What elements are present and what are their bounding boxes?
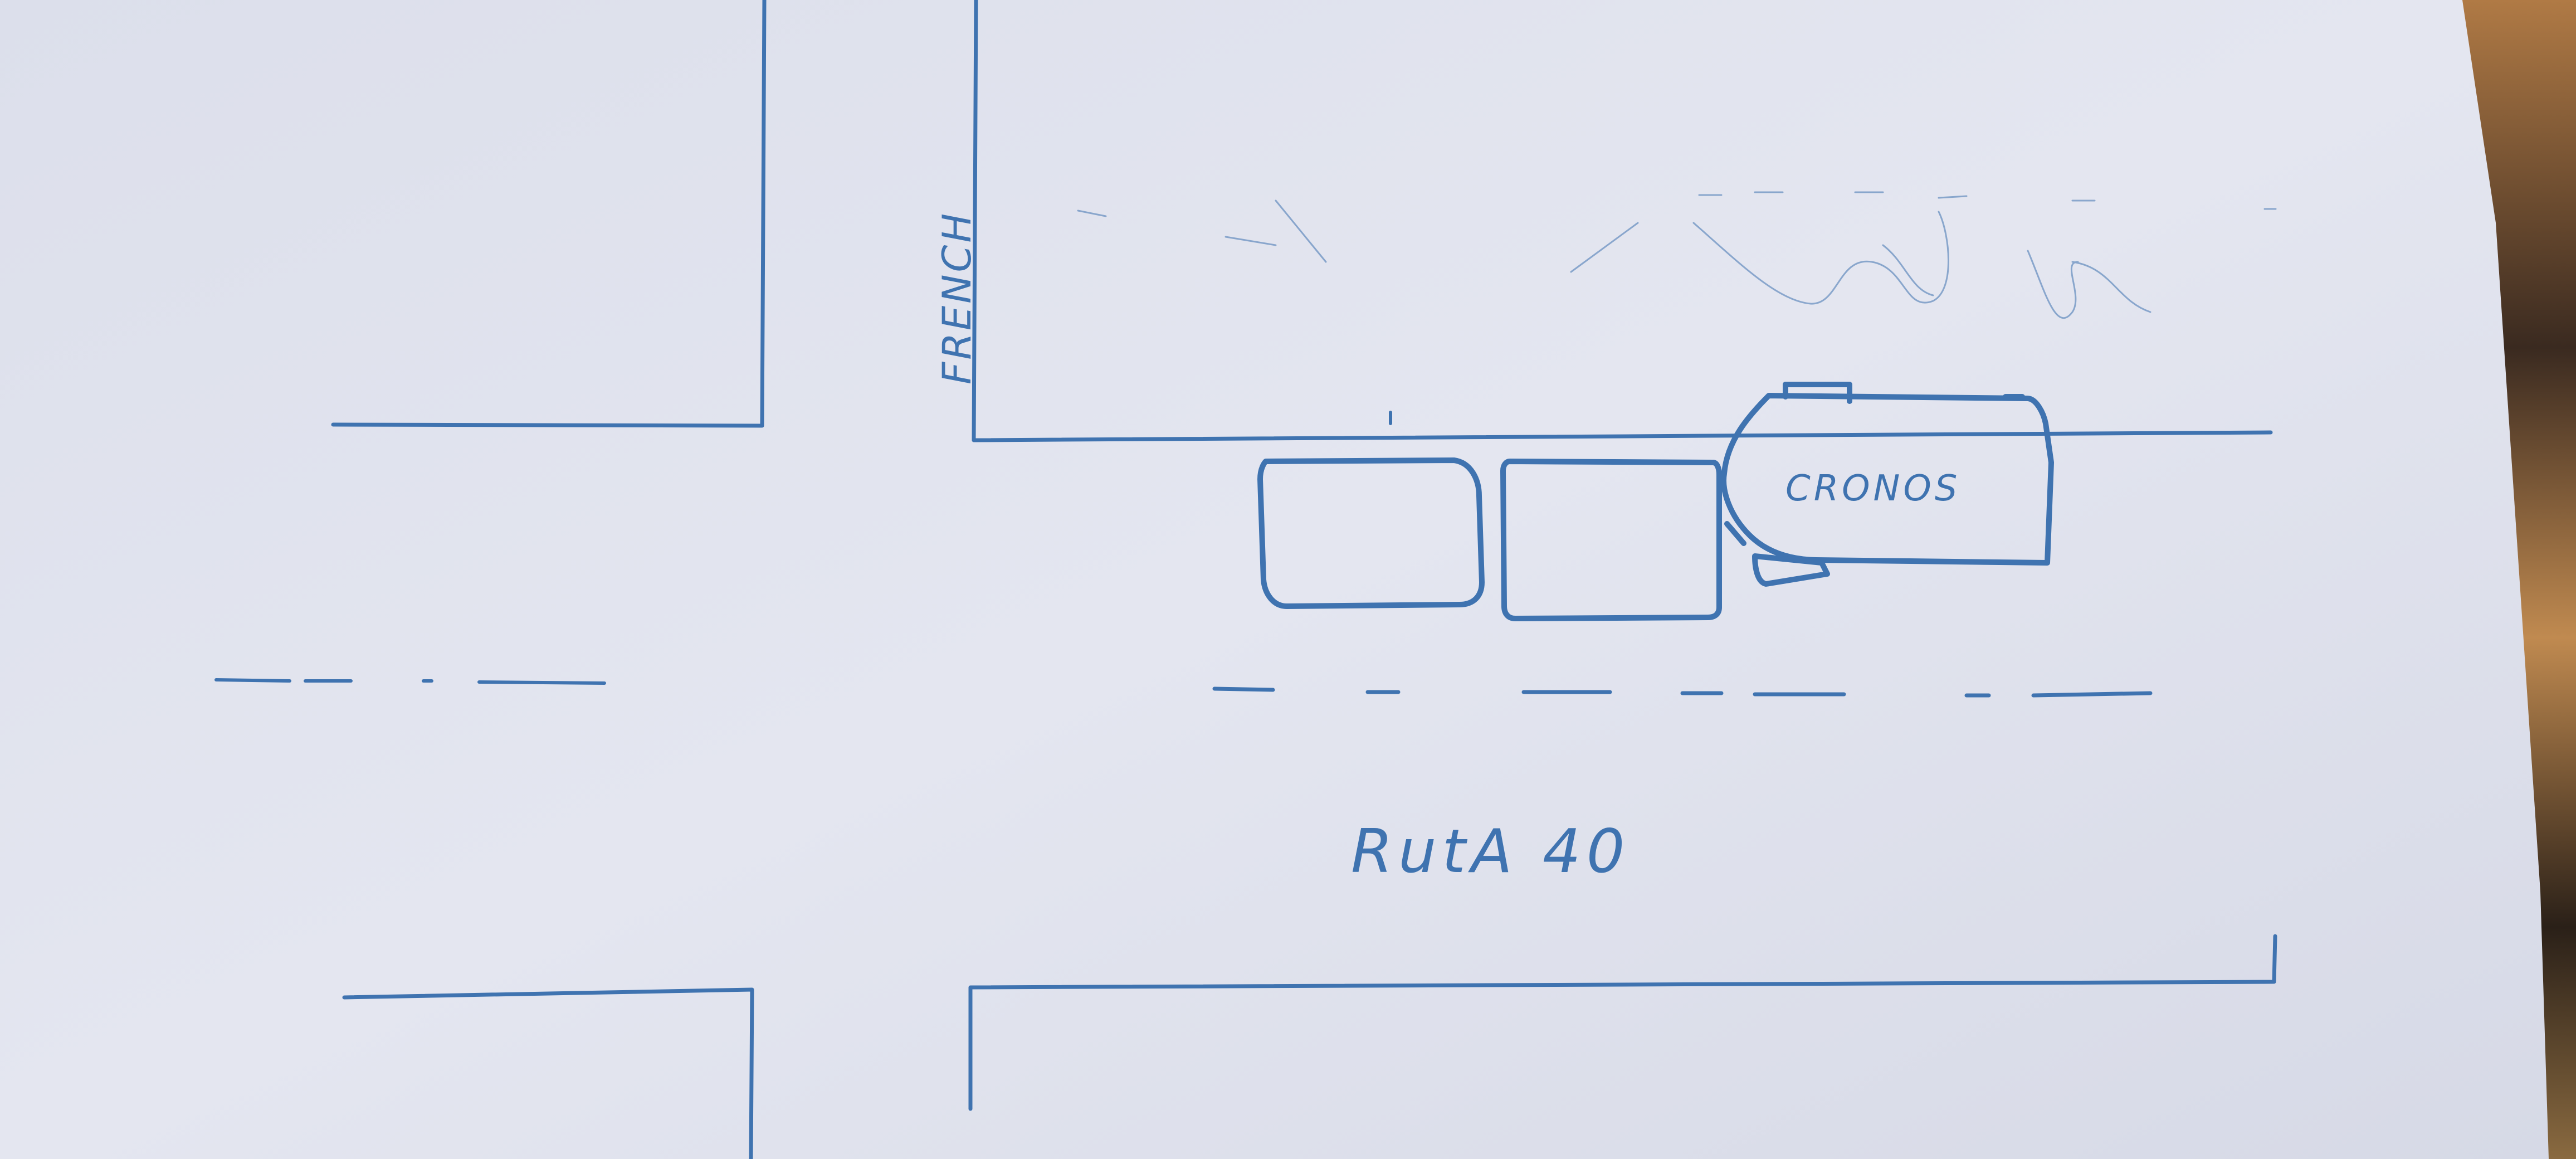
vehicle-label-cronos: CRONOS: [1785, 468, 1960, 509]
street-label-french: FRENCH: [934, 211, 980, 384]
road-label-ruta-40: RutA 40: [1351, 817, 1630, 887]
